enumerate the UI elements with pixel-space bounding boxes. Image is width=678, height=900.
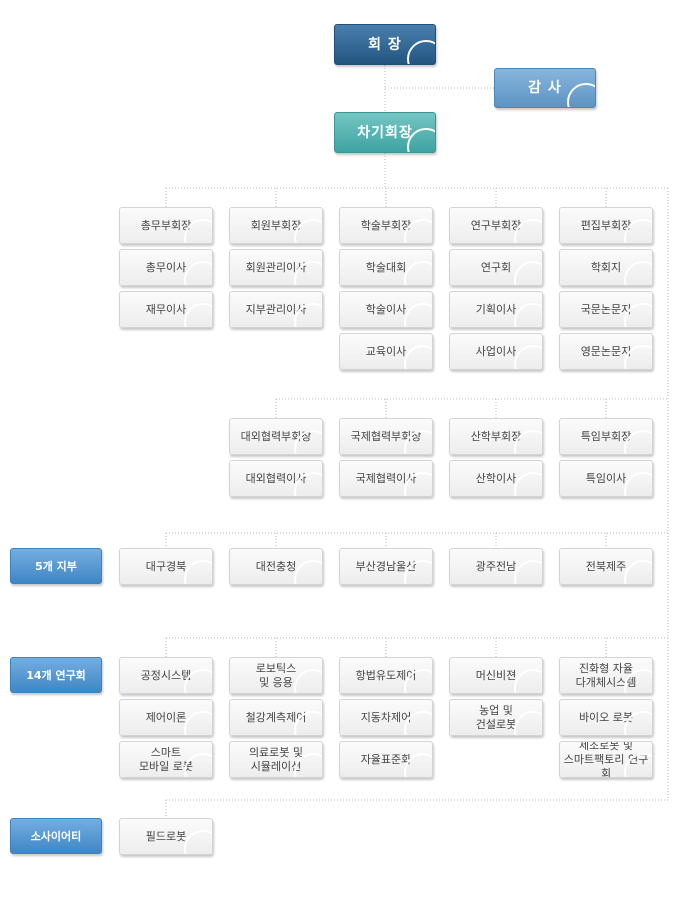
research-groups-label: 14개 연구회 — [10, 657, 102, 693]
director-box: 국문논문지 — [559, 291, 653, 328]
branches-label: 5개 지부 — [10, 548, 102, 584]
director-box: 특임이사 — [559, 460, 653, 497]
branch-box: 광주전남 — [449, 548, 543, 585]
director-box: 교육이사 — [339, 333, 433, 370]
director-box: 학술대회 — [339, 249, 433, 286]
research-group-box: 제조로봇 및 스마트팩토리 연구회 — [559, 741, 653, 778]
director-box: 기획이사 — [449, 291, 543, 328]
research-group-box: 스마트 모바일 로봇 — [119, 741, 213, 778]
research-group-box: 철강계측제어 — [229, 699, 323, 736]
research-group-box: 의료로봇 및 시뮬레이션 — [229, 741, 323, 778]
branch-box: 부산경남울산 — [339, 548, 433, 585]
vice-president-box: 회원부회장 — [229, 207, 323, 244]
society-label: 소사이어티 — [10, 818, 102, 854]
director-box: 학술이사 — [339, 291, 433, 328]
research-group-box: 자율표준화 — [339, 741, 433, 778]
vice-chairman-label: 차기회장 — [357, 124, 413, 141]
director-box: 연구회 — [449, 249, 543, 286]
director-box: 영문논문지 — [559, 333, 653, 370]
director-box: 학회지 — [559, 249, 653, 286]
vice-president-box: 산학부회장 — [449, 418, 543, 455]
director-box: 대외협력이사 — [229, 460, 323, 497]
chairman-box: 회 장 — [334, 24, 436, 65]
vice-president-box: 특임부회장 — [559, 418, 653, 455]
vice-president-box: 학술부회장 — [339, 207, 433, 244]
research-group-box: 항법유도제어 — [339, 657, 433, 694]
research-group-box: 제어이론 — [119, 699, 213, 736]
vice-president-box: 국제협력부회장 — [339, 418, 433, 455]
branch-box: 대구경북 — [119, 548, 213, 585]
vice-president-box: 대외협력부회장 — [229, 418, 323, 455]
vice-president-box: 총무부회장 — [119, 207, 213, 244]
research-group-box: 공정시스템 — [119, 657, 213, 694]
research-group-box: 머신비젼 — [449, 657, 543, 694]
director-box: 회원관리이사 — [229, 249, 323, 286]
chairman-label: 회 장 — [368, 36, 402, 53]
branch-box: 전북제주 — [559, 548, 653, 585]
director-box: 총무이사 — [119, 249, 213, 286]
research-group-box: 로보틱스 및 응용 — [229, 657, 323, 694]
vice-president-box: 편집부회장 — [559, 207, 653, 244]
branch-box: 대전충청 — [229, 548, 323, 585]
vice-chairman-box: 차기회장 — [334, 112, 436, 153]
director-box: 재무이사 — [119, 291, 213, 328]
director-box: 사업이사 — [449, 333, 543, 370]
auditor-label: 감 사 — [528, 80, 562, 96]
research-group-box: 농업 및 건설로봇 — [449, 699, 543, 736]
director-box: 산학이사 — [449, 460, 543, 497]
research-group-box: 지동차제어 — [339, 699, 433, 736]
director-box: 국제협력이사 — [339, 460, 433, 497]
vice-president-box: 연구부회장 — [449, 207, 543, 244]
auditor-box: 감 사 — [494, 68, 596, 108]
research-group-box: 바이오 로봇 — [559, 699, 653, 736]
director-box: 지부관리이사 — [229, 291, 323, 328]
research-group-box: 진화형 자율 다개체시스템 — [559, 657, 653, 694]
society-box: 필드로봇 — [119, 818, 213, 855]
